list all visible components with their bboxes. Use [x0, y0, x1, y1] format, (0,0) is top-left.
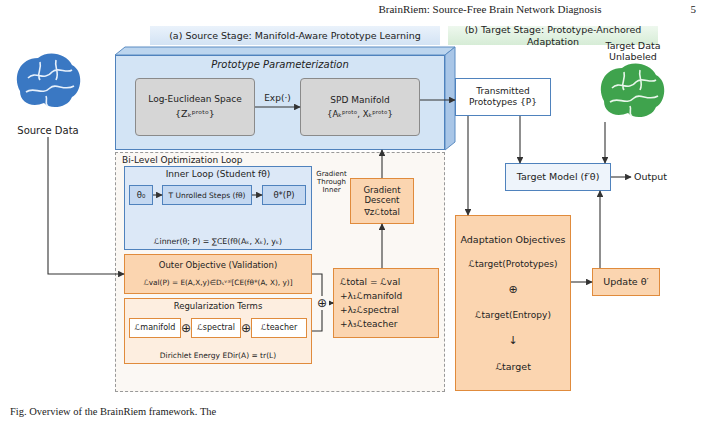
node-text: Outer Objective (Validation): [159, 260, 277, 270]
node-text: ℒtarget(Prototypes): [469, 259, 558, 270]
page-header: BrainRiem: Source-Free Brain Network Dia…: [320, 3, 660, 15]
connector-arrow: [381, 224, 382, 268]
node-text: Inner Loop (Student fθ): [166, 169, 271, 180]
node-text: Dirichlet Energy EDir(A) = tr(L): [160, 351, 276, 360]
box-top-face: [115, 47, 455, 55]
node-text: ∇zℒtotal: [364, 207, 400, 217]
step-box: θ₀: [129, 185, 153, 205]
prototype-box: Transmitted Prototypes {P}: [455, 78, 551, 116]
brain-fold: [610, 70, 658, 116]
objective-box: Outer Objective (Validation) ℒval(P) = E(…: [124, 254, 312, 294]
inner-loop-box: Inner Loop (Student fθ) ℒinner(θ; P) = ∑C…: [124, 166, 312, 250]
brain-fold: [26, 60, 74, 106]
node-text: {Aₖᵖʳᵒᵗᵒ, Xₖᵖʳᵒᵗᵒ}: [327, 109, 393, 119]
node-text: ⊕: [508, 283, 517, 296]
node-text: θ₀: [137, 190, 146, 200]
node-text: ℒmanifold: [135, 323, 176, 333]
regularization-box: Regularization TermsDirichlet Energy EDi…: [124, 298, 312, 364]
connector-arrow: [599, 191, 600, 268]
node-text: SPD Manifold: [330, 95, 389, 106]
brain-shape: [17, 54, 80, 108]
connector-arrow: [48, 137, 124, 274]
step-box: θ*(P): [262, 185, 306, 205]
node-text: Prototype Parameterization: [211, 59, 349, 71]
node-text: {Zₖᵖʳᵒᵗᵒ}: [175, 108, 215, 119]
node-text: Gradient Descent: [351, 185, 413, 205]
node-text: ℒspectral: [197, 323, 235, 333]
node-text: θ*(P): [273, 190, 294, 200]
data-source: Target Data Unlabeled: [596, 40, 670, 122]
target-brain-icon: [601, 64, 664, 118]
figure-caption: Fig. Overview of the BrainRiem framework…: [10, 406, 690, 417]
connector-arrow: [420, 99, 455, 100]
sum-symbol: ⊕: [315, 296, 329, 310]
node-text: ℒinner(θ; P) = ∑CE(fθ(Aₖ, Xₖ), yₖ): [154, 237, 282, 246]
node-text: ℒteacher: [261, 323, 297, 333]
node-text: (a) Source Stage: Manifold-Aware Prototy…: [169, 30, 421, 41]
connector-arrow: [519, 116, 520, 163]
page-number: 5: [678, 3, 696, 15]
term-box: ℒspectral: [191, 318, 241, 338]
output-arrow: [611, 176, 631, 177]
node-text: Target Data Unlabeled: [596, 40, 670, 63]
process-box: Gradient Descent ∇zℒtotal: [350, 178, 414, 224]
loop-region: Bi-Level Optimization LoopInner Loop (St…: [115, 152, 445, 392]
edge-label: Exp(·): [253, 93, 303, 103]
connector-arrow: [153, 194, 162, 195]
space-box: SPD Manifold {Aₖᵖʳᵒᵗᵒ, Xₖᵖʳᵒᵗᵒ}: [300, 78, 420, 136]
space-box: Log-Euclidean Space {Zₖᵖʳᵒᵗᵒ}: [135, 78, 255, 136]
sum-symbol: ⊕: [179, 321, 193, 335]
node-text: Bi-Level Optimization Loop: [122, 155, 243, 166]
node-text: ℒtarget: [495, 361, 531, 372]
node-text: Target Model (f′θ): [517, 171, 600, 182]
connector-arrow: [467, 116, 468, 215]
node-text: ℒtotal = ℒval +λ₁ℒmanifold +λ₂ℒspectral …: [340, 275, 432, 331]
connector-arrow: [255, 106, 300, 107]
data-source: Source Data: [8, 55, 88, 137]
node-text: ℒtarget(Entropy): [475, 310, 551, 321]
model-box: Target Model (f′θ): [505, 163, 611, 191]
objective-box: Adaptation Objectivesℒtarget(Prototypes)…: [455, 215, 571, 391]
connector-arrow: [571, 281, 592, 282]
process-box: Update θ′: [592, 268, 660, 296]
node-text: Update θ′: [603, 276, 648, 287]
connector-arrow: [252, 194, 262, 195]
step-box: T Unrolled Steps (fθ): [162, 185, 252, 205]
box-side-face: [445, 47, 455, 150]
node-text: ℒval(P) = E(A,X,y)∈Dₛᵛᵃˡ[CE(fθ*(A, X), y…: [143, 279, 292, 288]
output-label: Output: [634, 171, 679, 182]
node-text: Transmitted Prototypes {P}: [459, 86, 547, 108]
term-box: ℒmanifold: [129, 318, 181, 338]
loss-box: ℒtotal = ℒval +λ₁ℒmanifold +λ₂ℒspectral …: [333, 268, 439, 338]
node-text: ↓: [508, 334, 517, 347]
connector-arrow: [381, 150, 382, 178]
annotation: Gradient Through Inner: [313, 170, 350, 194]
node-text: Regularization Terms: [174, 301, 263, 311]
stage-band: (a) Source Stage: Manifold-Aware Prototy…: [150, 26, 440, 45]
node-text: Adaptation Objectives: [461, 234, 566, 245]
node-text: Log-Euclidean Space: [148, 94, 241, 105]
term-box: ℒteacher: [251, 318, 307, 338]
source-brain-icon: [17, 54, 80, 108]
connector-arrow: [604, 122, 605, 163]
node-text: T Unrolled Steps (fθ): [168, 191, 245, 200]
node-text: Source Data: [17, 125, 78, 137]
brain-shape: [601, 64, 664, 118]
sum-symbol: ⊕: [239, 321, 253, 335]
